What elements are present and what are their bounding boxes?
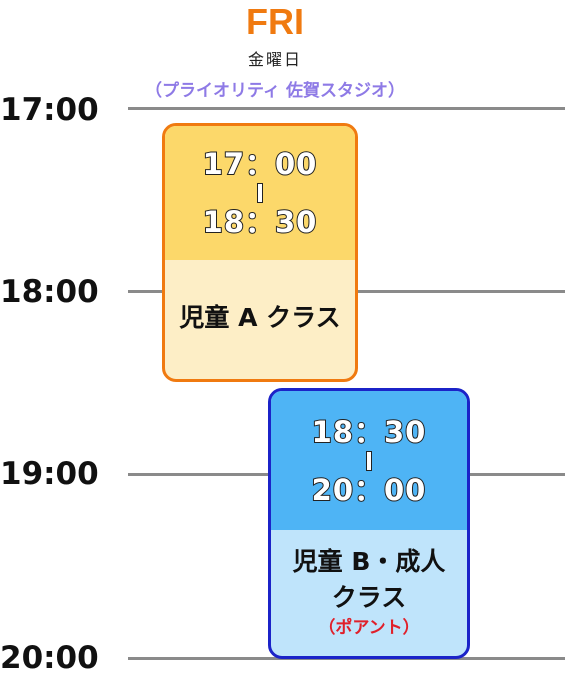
class-end-time: 20：00 <box>311 472 427 508</box>
class-start-time: 17：00 <box>202 146 318 182</box>
hour-line-17 <box>128 107 565 110</box>
class-name-block: 児童 B・成人 クラス （ポアント） <box>271 527 467 656</box>
class-end-time: 18：30 <box>202 204 318 240</box>
class-time-block: 17：00 18：30 <box>165 126 355 260</box>
time-label-17: 17:00 <box>0 92 99 128</box>
class-name: 児童 A クラス <box>179 303 341 332</box>
class-card-children-b-adult[interactable]: 18：30 20：00 児童 B・成人 クラス （ポアント） <box>268 388 470 659</box>
time-range-connector <box>257 183 263 203</box>
studio-name: （プライオリティ 佐賀スタジオ） <box>145 81 405 101</box>
class-start-time: 18：30 <box>311 414 427 450</box>
class-name-line1: 児童 B・成人 <box>292 546 446 576</box>
class-time-block: 18：30 20：00 <box>271 391 467 530</box>
class-name-block: 児童 A クラス <box>165 257 355 379</box>
time-label-20: 20:00 <box>0 640 99 676</box>
time-range-connector <box>366 450 372 471</box>
time-label-18: 18:00 <box>0 274 99 310</box>
time-label-19: 19:00 <box>0 456 99 492</box>
day-subtitle: 金曜日 <box>247 50 302 69</box>
class-name-line2: クラス <box>331 582 407 612</box>
class-note: （ポアント） <box>318 617 420 638</box>
day-title: FRI <box>246 1 304 42</box>
class-card-children-a[interactable]: 17：00 18：30 児童 A クラス <box>162 123 358 382</box>
